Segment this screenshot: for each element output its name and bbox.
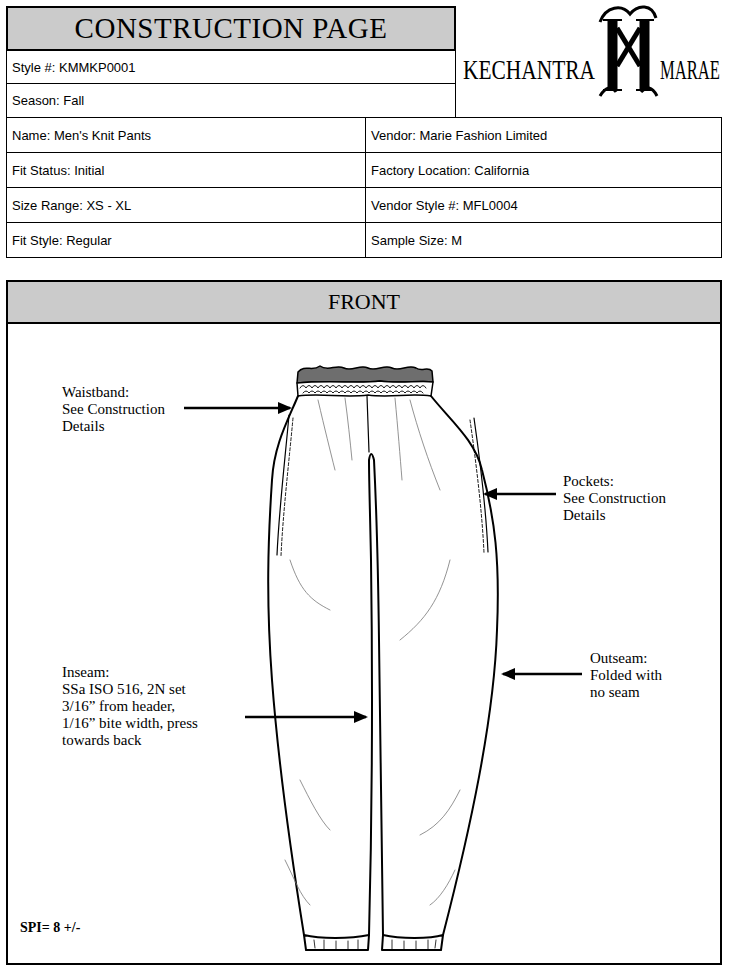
table-cell: Sample Size: M: [365, 222, 722, 258]
table-cell: Style #: KMMKP0001: [6, 50, 456, 84]
logo-serif: [603, 20, 654, 90]
leader-arrow: [184, 407, 290, 410]
stitch-note: SPI= 8 +/-: [20, 920, 80, 936]
shirring: [300, 386, 426, 389]
panel-outline: [7, 323, 721, 964]
cuff-left: [304, 935, 369, 950]
table-cell: Factory Location: California: [365, 152, 722, 188]
callout-note: See Construction Details: [62, 401, 187, 435]
fold-lines: [285, 398, 460, 905]
outseam-right: [431, 396, 498, 935]
waistband-body: [297, 381, 433, 396]
callout-note: Folded with no seam: [590, 667, 675, 701]
table-cell: Vendor: Marie Fashion Limited: [365, 117, 722, 153]
callout-heading: Outseam:: [590, 650, 648, 667]
cuff-right: [382, 935, 443, 950]
pants-illustration: [268, 366, 498, 950]
title-band: CONSTRUCTION PAGE: [6, 6, 456, 51]
waistband-top: [297, 366, 433, 383]
pocket-right: [474, 418, 488, 552]
center-front-seam: [367, 396, 369, 452]
table-cell: Size Range: XS - XL: [6, 187, 366, 223]
leader-arrow: [245, 716, 366, 719]
table-cell: Fit Style: Regular: [6, 222, 366, 258]
outseam-left: [268, 396, 304, 935]
callout-heading: Pockets:: [563, 473, 614, 490]
table-cell: Season: Fall: [6, 83, 456, 118]
table-cell: Vendor Style #: MFL0004: [365, 187, 722, 223]
table-cell: Name: Men's Knit Pants: [6, 117, 366, 153]
logo-diagonal: [617, 28, 640, 66]
brand-name: KECHANTRA: [463, 57, 595, 84]
shirring: [303, 391, 423, 393]
brand-name: MARAE: [660, 57, 720, 84]
table-cell: Fit Status: Initial: [6, 152, 366, 188]
section-heading: FRONT: [328, 289, 400, 315]
leader-arrow: [503, 673, 582, 676]
leader-arrow: [485, 493, 556, 496]
pocket-left: [277, 415, 289, 555]
pocket-stitch: [470, 420, 484, 553]
callout-heading: Inseam:: [62, 664, 109, 681]
logo-monogram: [600, 7, 657, 96]
inseam: [369, 454, 383, 935]
logo-diagonal: [617, 28, 640, 66]
page-title: CONSTRUCTION PAGE: [75, 12, 388, 45]
leader-arrows: [184, 408, 582, 717]
callout-heading: Waistband:: [62, 384, 129, 401]
cuff-gathers: [314, 940, 436, 949]
pocket-stitch: [281, 418, 293, 556]
section-band: FRONT: [6, 280, 722, 324]
callout-note: SSa ISO 516, 2N set 3/16” from header, 1…: [62, 681, 207, 749]
callout-note: See Construction Details: [563, 490, 688, 524]
